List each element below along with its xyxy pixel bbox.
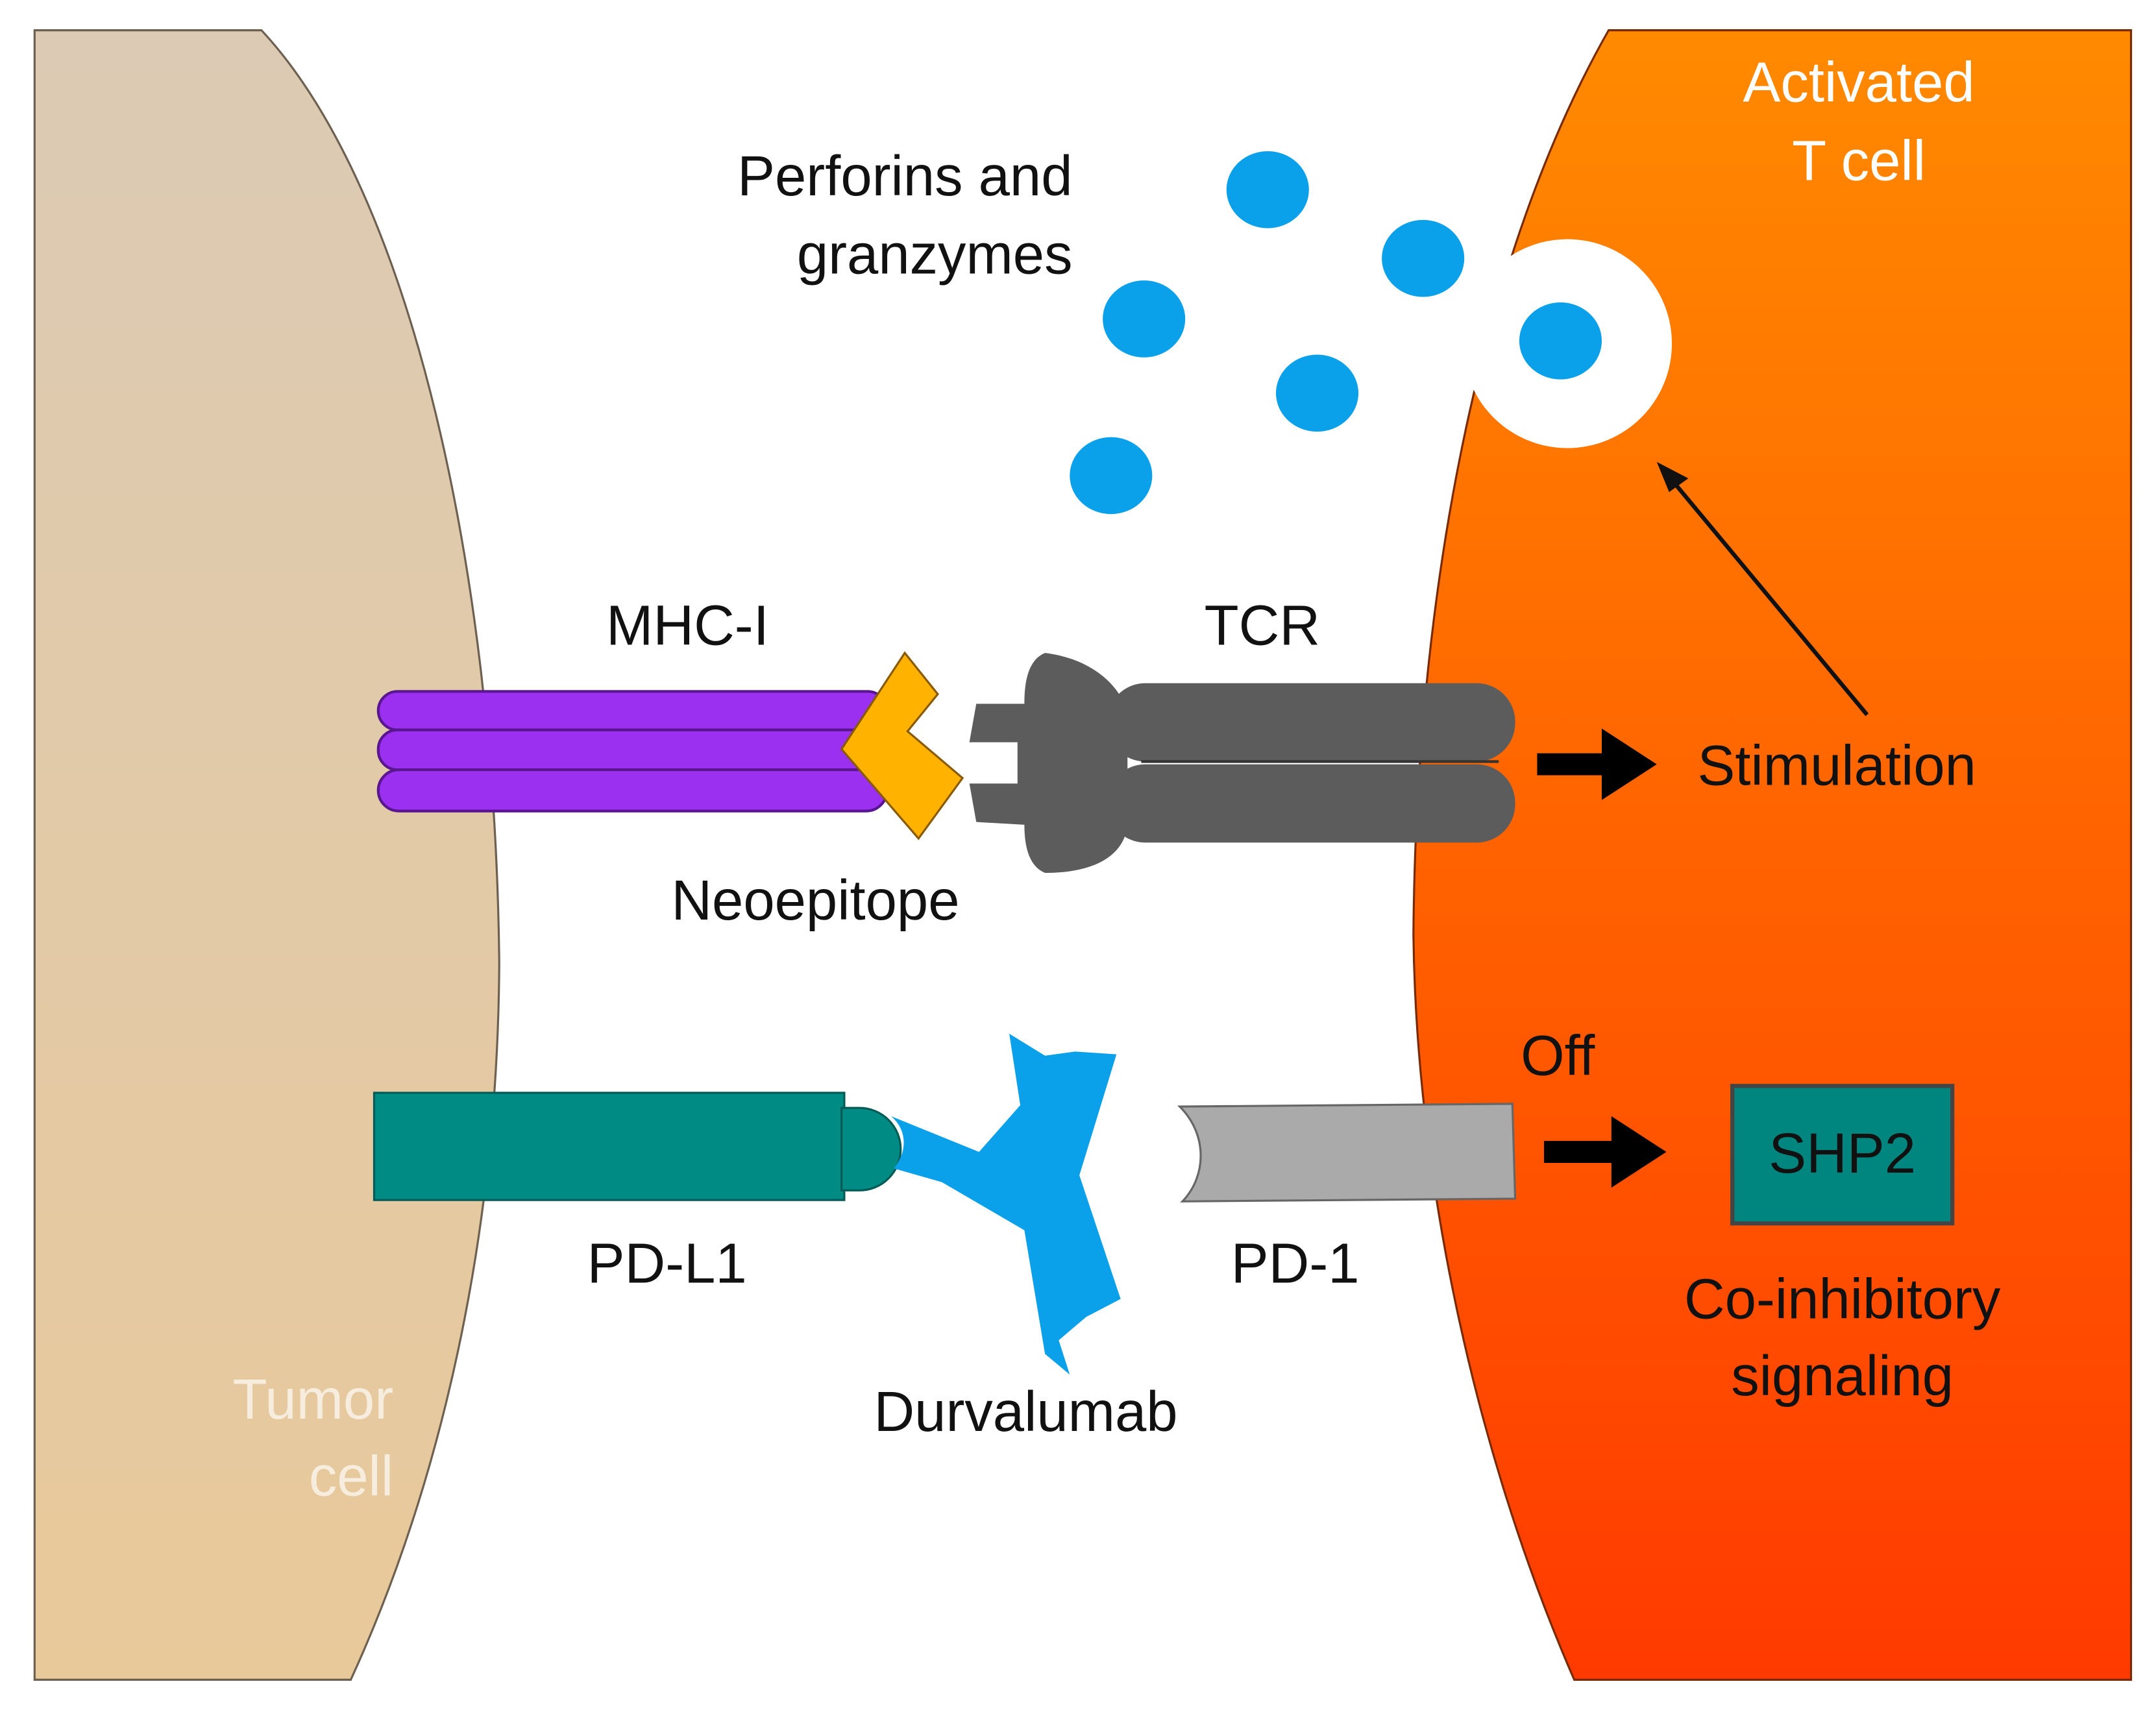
pd-1-label: PD-1	[1231, 1232, 1360, 1295]
tcr-label: TCR	[1205, 594, 1320, 657]
neoepitope-label: Neoepitope	[671, 869, 959, 932]
pd-l1-receptor	[373, 1092, 902, 1201]
perforin-dot	[1519, 302, 1602, 380]
pd-l1-label: PD-L1	[587, 1232, 747, 1295]
shp2-label: SHP2	[1769, 1122, 1916, 1185]
pd-1-receptor	[1177, 1103, 1517, 1203]
coinhibitory-label-line1: Co-inhibitory	[1684, 1267, 2001, 1330]
stimulation-arrow	[1537, 728, 1657, 800]
perforin-dot	[1103, 280, 1186, 358]
activated-label-line2: T cell	[1792, 129, 1926, 192]
mhc-i-receptor	[376, 690, 888, 812]
stimulation-to-release-arrow	[1656, 461, 1869, 716]
shp2-box	[1730, 1084, 1955, 1226]
stimulation-label: Stimulation	[1697, 734, 1976, 797]
coinhibitory-label-line2: signaling	[1731, 1345, 1954, 1408]
off-arrow	[1544, 1116, 1667, 1188]
perforin-dot	[1276, 354, 1359, 432]
mhc-i-label: MHC-I	[606, 594, 769, 657]
tumor-label-line2: cell	[309, 1445, 393, 1508]
perforins-label-line2: granzymes	[797, 223, 1073, 286]
activated-label-line1: Activated	[1743, 51, 1975, 114]
perforin-dot	[1382, 219, 1465, 297]
off-label: Off	[1521, 1024, 1595, 1087]
perforin-dot	[1226, 151, 1309, 228]
perforins-granzymes	[1070, 151, 1602, 515]
perforin-dot	[1070, 437, 1153, 515]
tumor-label-line1: Tumor	[233, 1368, 394, 1431]
tcr-receptor	[969, 653, 1515, 873]
perforins-label-line1: Perforins and	[737, 145, 1072, 208]
durvalumab-label: Durvalumab	[874, 1380, 1177, 1443]
neoepitope	[840, 651, 964, 840]
tumor-cell	[33, 29, 500, 1681]
durvalumab-antibody	[890, 1033, 1121, 1375]
